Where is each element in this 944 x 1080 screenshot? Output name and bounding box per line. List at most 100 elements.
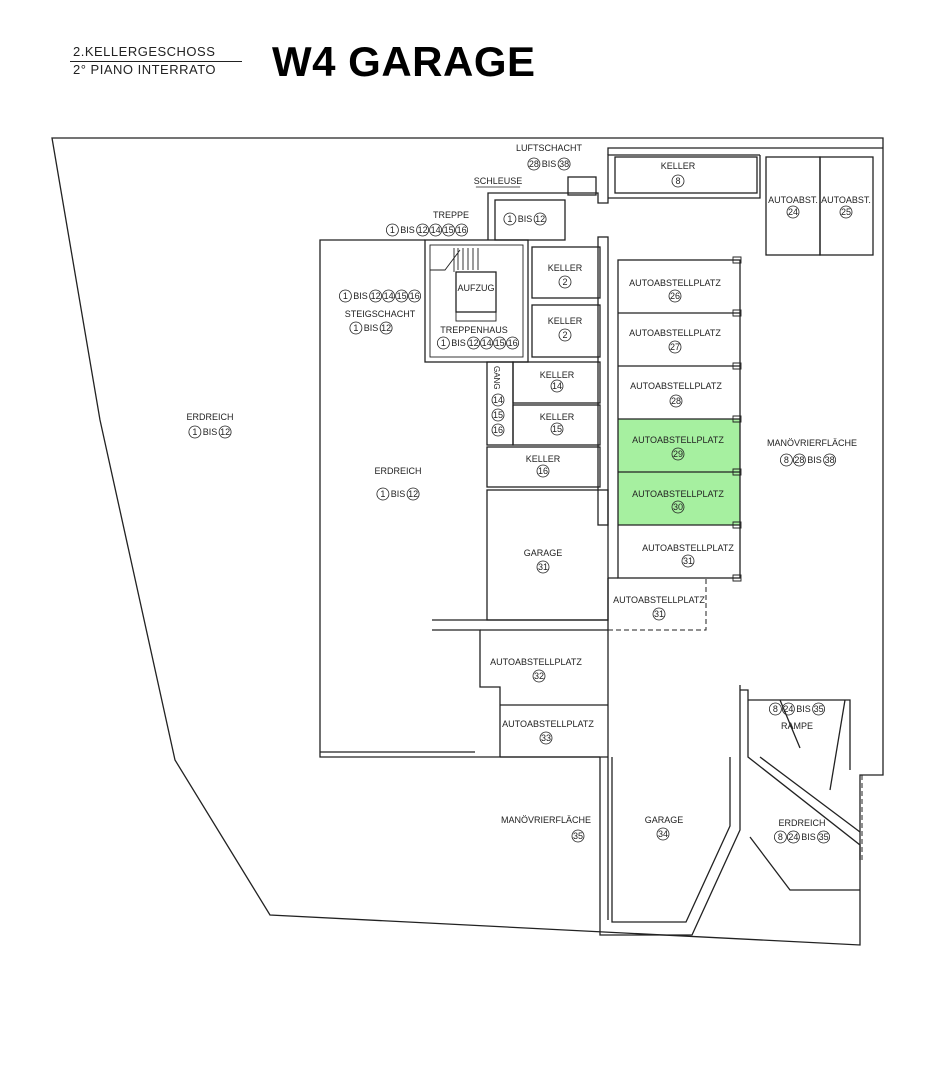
unit-circle-icon (506, 336, 519, 350)
unit-circle-icon (558, 275, 572, 289)
parking-31b-unit-label: 31 (652, 607, 666, 621)
unit-number: 8 (773, 704, 778, 714)
unit-number: 35 (819, 832, 829, 842)
parking-27-label: AUTOABSTELLPLATZ (629, 328, 721, 338)
unit-circle-icon (533, 212, 547, 226)
unit-circle-icon (681, 554, 695, 568)
parking-31-unit-label: 31 (681, 554, 695, 568)
unit-circle-icon (571, 829, 585, 843)
unit-number: 25 (841, 207, 851, 217)
unit-circle-icon (786, 830, 800, 844)
parking-31b-dashed[interactable] (608, 578, 707, 631)
unit-number: 15 (495, 338, 505, 348)
unit-number: 12 (220, 427, 230, 437)
unit-circle-icon (669, 394, 683, 408)
unit-circle-icon (218, 425, 232, 439)
stairs (430, 248, 479, 272)
unit-circle-icon (491, 423, 505, 437)
keller-16-room (486, 446, 601, 488)
parking-32-33[interactable] (480, 629, 608, 758)
unit-circle-icon (812, 702, 826, 716)
unit-number: 2 (562, 277, 567, 287)
unit-number: 1 (353, 323, 358, 333)
label-text: GARAGE (524, 548, 563, 558)
label-text: STEIGSCHACHT (345, 309, 416, 319)
gang-u15-label: 15 (491, 408, 505, 422)
label-text: AUTOABSTELLPLATZ (632, 435, 724, 445)
autoabst-24-unit-label: 24 (786, 205, 800, 219)
unit-number: 16 (493, 425, 503, 435)
unit-circle-icon (773, 830, 787, 844)
gang-label: GANG (492, 366, 501, 390)
label-text: ERDREICH (186, 412, 233, 422)
parking-33-unit-label: 33 (539, 731, 553, 745)
garage-34-room[interactable] (599, 685, 741, 936)
unit-circle-icon (558, 328, 572, 342)
label-text: KELLER (526, 454, 561, 464)
unit-number: 31 (654, 609, 664, 619)
unit-number: 31 (683, 556, 693, 566)
parking-29-unit-label: 29 (671, 447, 685, 461)
parking-31-label: AUTOABSTELLPLATZ (642, 543, 734, 553)
label-text: AUTOABSTELLPLATZ (490, 657, 582, 667)
label-text: KELLER (540, 370, 575, 380)
keller-8-label: KELLER (661, 161, 696, 171)
keller-16-unit-label: 16 (536, 464, 550, 478)
label-text: MANÖVRIERFLÄCHE (501, 815, 591, 825)
unit-circle-icon (779, 453, 793, 467)
label-text: AUTOABST. (821, 195, 871, 205)
parking-30-unit-label: 30 (671, 500, 685, 514)
unit-circle-icon (792, 453, 806, 467)
unit-number: 16 (410, 291, 420, 301)
parking-dividers (618, 312, 740, 526)
ramp (740, 689, 861, 891)
unit-number: 27 (670, 342, 680, 352)
garage-34-unit-label: 34 (656, 827, 670, 841)
label-text: KELLER (661, 161, 696, 171)
erdreich-mid-label: ERDREICH (374, 466, 421, 476)
garage-31-label: GARAGE (524, 548, 563, 558)
unit-circle-icon (539, 731, 553, 745)
unit-circle-icon (671, 500, 685, 514)
parking-32-unit-label: 32 (532, 669, 546, 683)
manoevrier-35-unit-label: 35 (571, 829, 585, 843)
label-text: TREPPE (433, 210, 469, 220)
label-text: AUTOABSTELLPLATZ (632, 489, 724, 499)
schleuse-room (494, 199, 566, 241)
keller-8-outer (607, 147, 883, 199)
autoabst-24-label: AUTOABST. (768, 195, 818, 205)
unit-circle-icon (467, 336, 481, 350)
label-text: AUTOABSTELLPLATZ (502, 719, 594, 729)
parking-30-highlight[interactable] (618, 472, 740, 525)
unit-circle-icon (188, 425, 202, 439)
unit-number: 33 (541, 733, 551, 743)
keller-2b-label: KELLER (548, 316, 583, 326)
unit-number: 15 (444, 225, 454, 235)
unit-number: 26 (670, 291, 680, 301)
unit-circle-icon (406, 487, 420, 501)
unit-number: 12 (371, 291, 381, 301)
unit-circle-icon (416, 223, 430, 237)
label-text: AUTOABSTELLPLATZ (629, 278, 721, 288)
parking-29-highlight[interactable] (618, 419, 740, 472)
unit-circle-icon (786, 205, 800, 219)
unit-number: 1 (343, 291, 348, 301)
parking-25[interactable] (819, 156, 874, 256)
unit-number: 2 (562, 330, 567, 340)
unit-number: 1 (390, 225, 395, 235)
treppe-label: TREPPE (433, 210, 469, 220)
unit-circle-icon (429, 223, 443, 237)
parking-32-label: AUTOABSTELLPLATZ (490, 657, 582, 667)
unit-number: 1 (380, 489, 385, 499)
erdreich-br-label: ERDREICH (778, 818, 825, 828)
unit-number: 14 (482, 338, 492, 348)
unit-number: 24 (783, 704, 793, 714)
unit-number: 12 (535, 214, 545, 224)
keller-16-label: KELLER (526, 454, 561, 464)
